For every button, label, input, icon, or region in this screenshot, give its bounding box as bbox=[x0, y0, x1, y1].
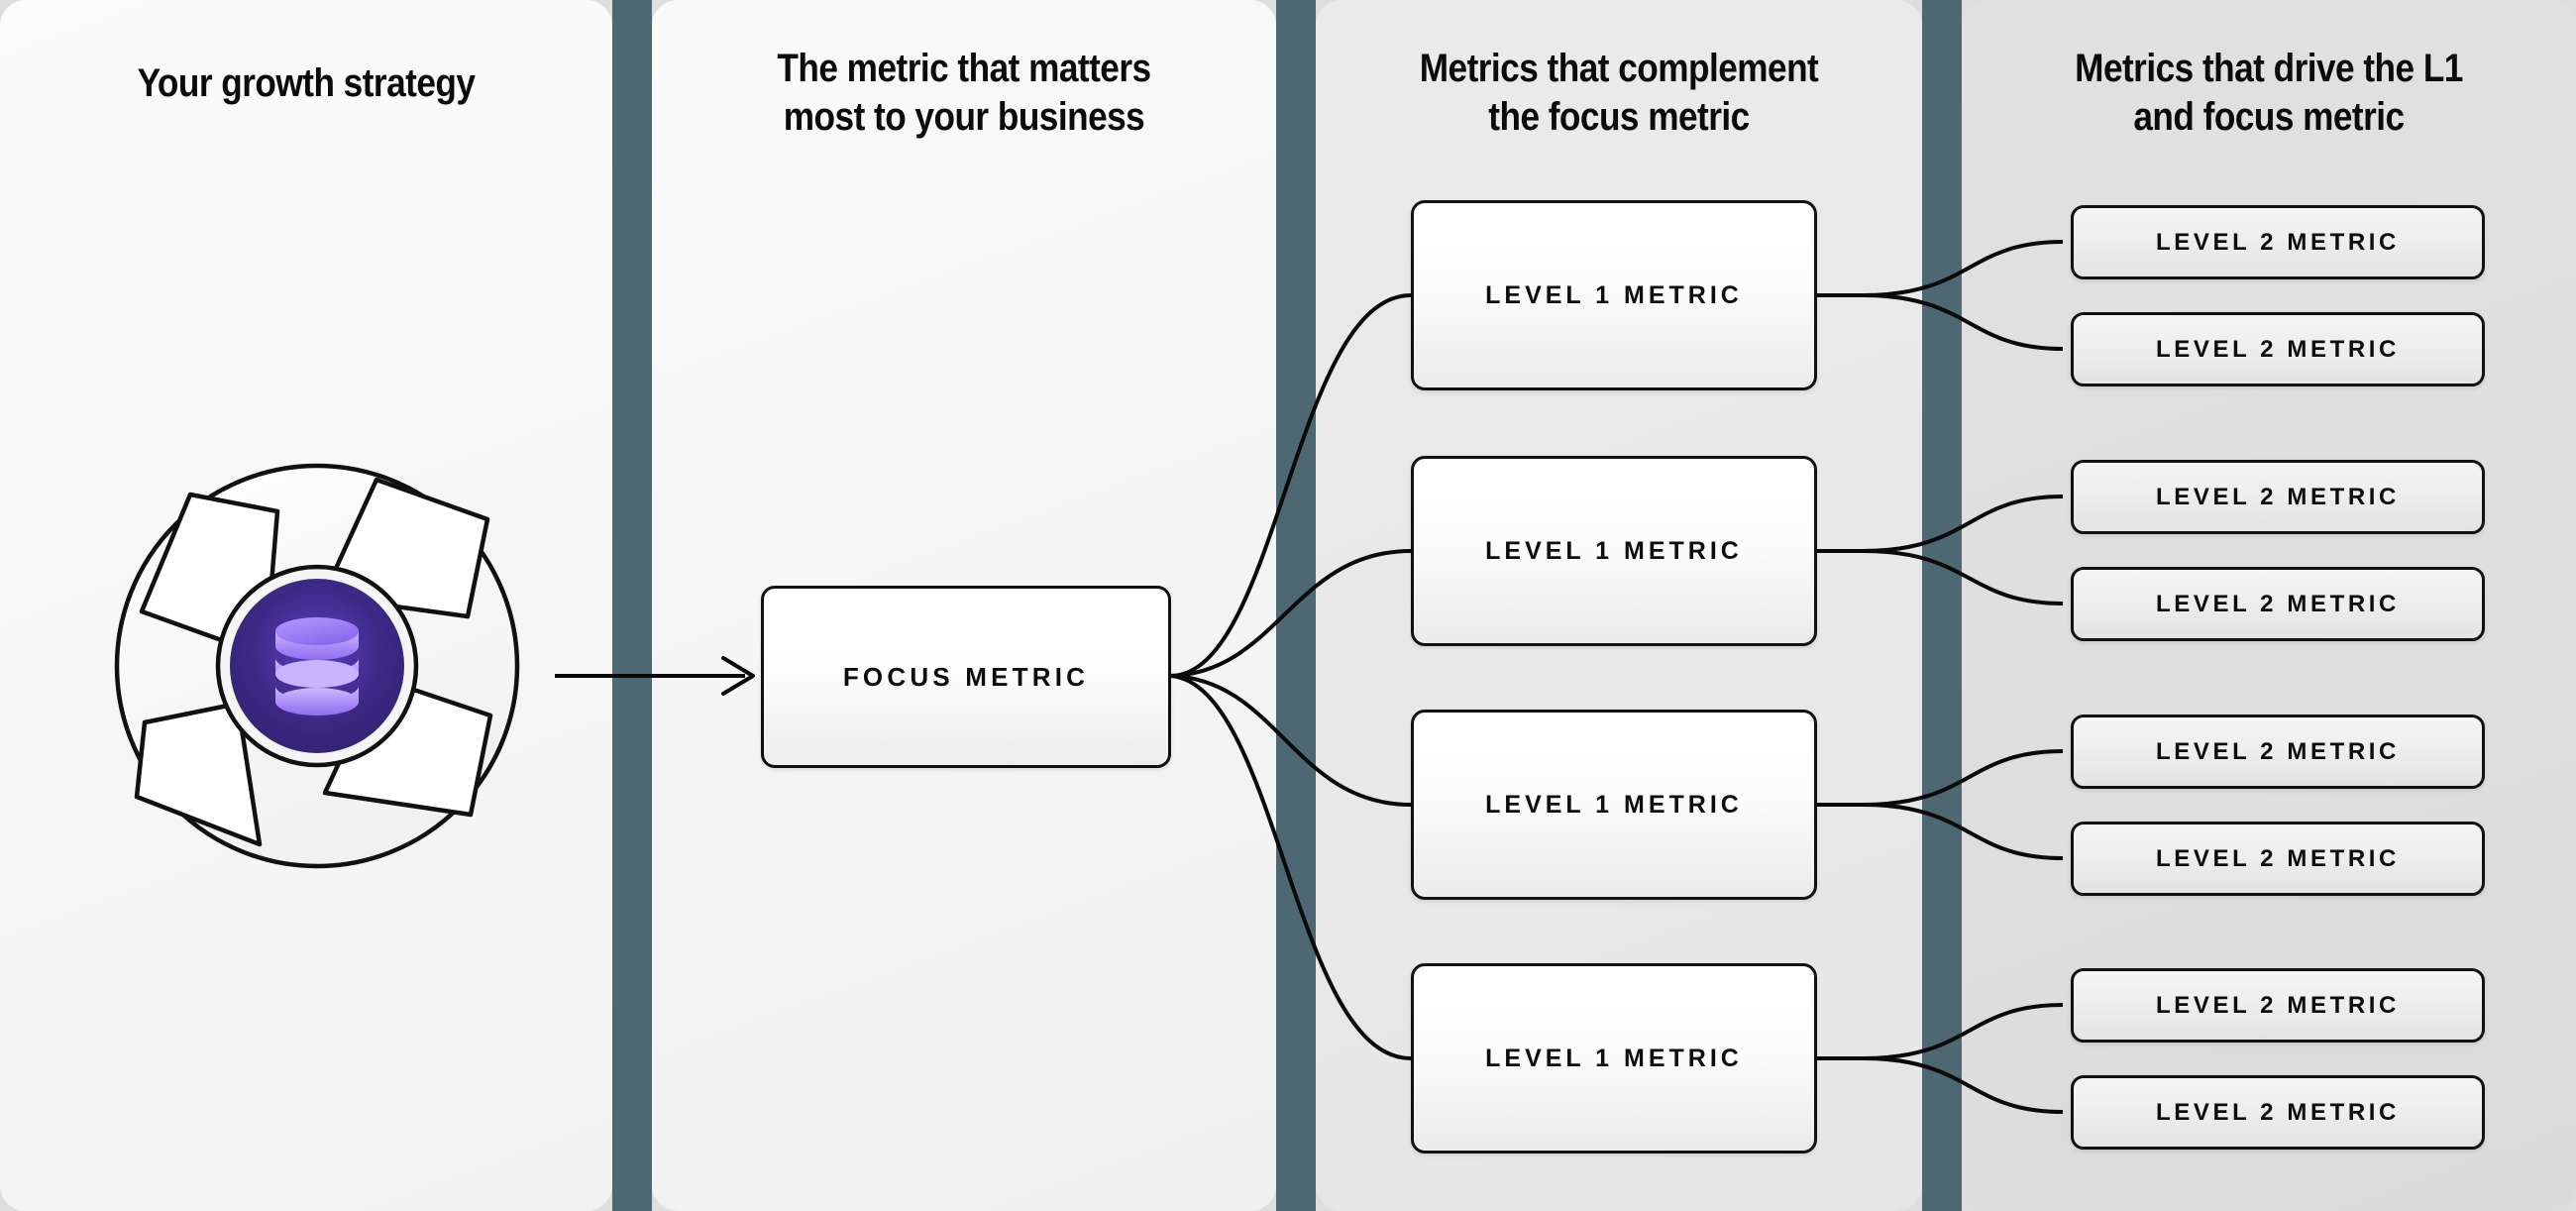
node-level1-metric-2-label: LEVEL 1 METRIC bbox=[1485, 536, 1743, 565]
node-level1-metric-3[interactable]: LEVEL 1 METRIC bbox=[1411, 710, 1817, 900]
node-level1-metric-4[interactable]: LEVEL 1 METRIC bbox=[1411, 963, 1817, 1154]
node-level2-metric-1-label: LEVEL 2 METRIC bbox=[2156, 228, 2400, 256]
node-level1-metric-2[interactable]: LEVEL 1 METRIC bbox=[1411, 456, 1817, 646]
node-level1-metric-3-label: LEVEL 1 METRIC bbox=[1485, 790, 1743, 819]
node-focus-metric-label: FOCUS METRIC bbox=[842, 661, 1090, 692]
node-level2-metric-6[interactable]: LEVEL 2 METRIC bbox=[2071, 822, 2485, 896]
node-level2-metric-8-label: LEVEL 2 METRIC bbox=[2156, 1098, 2400, 1126]
node-level2-metric-1[interactable]: LEVEL 2 METRIC bbox=[2071, 205, 2485, 279]
node-level1-metric-1[interactable]: LEVEL 1 METRIC bbox=[1411, 200, 1817, 390]
node-level2-metric-2[interactable]: LEVEL 2 METRIC bbox=[2071, 312, 2485, 386]
node-level2-metric-4-label: LEVEL 2 METRIC bbox=[2156, 590, 2400, 617]
node-level2-metric-7[interactable]: LEVEL 2 METRIC bbox=[2071, 968, 2485, 1043]
node-level2-metric-4[interactable]: LEVEL 2 METRIC bbox=[2071, 567, 2485, 641]
node-level2-metric-5-label: LEVEL 2 METRIC bbox=[2156, 737, 2400, 765]
column-heading-growth-strategy: Your growth strategy bbox=[137, 61, 476, 105]
node-level2-metric-5[interactable]: LEVEL 2 METRIC bbox=[2071, 715, 2485, 789]
column-separator-1 bbox=[612, 0, 652, 1211]
node-level2-metric-8[interactable]: LEVEL 2 METRIC bbox=[2071, 1075, 2485, 1150]
column-heading-focus-metric: The metric that matters most to your bus… bbox=[777, 47, 1151, 139]
node-level2-metric-3-label: LEVEL 2 METRIC bbox=[2156, 483, 2400, 510]
column-heading-level-1-metrics: Metrics that complement the focus metric bbox=[1419, 47, 1819, 139]
aperture-database-logo bbox=[79, 428, 555, 904]
node-focus-metric[interactable]: FOCUS METRIC bbox=[761, 586, 1171, 768]
node-level2-metric-7-label: LEVEL 2 METRIC bbox=[2156, 991, 2400, 1019]
node-level1-metric-1-label: LEVEL 1 METRIC bbox=[1485, 280, 1743, 309]
column-separator-3 bbox=[1922, 0, 1962, 1211]
node-level2-metric-2-label: LEVEL 2 METRIC bbox=[2156, 335, 2400, 363]
aperture-icon bbox=[114, 463, 520, 869]
node-level2-metric-6-label: LEVEL 2 METRIC bbox=[2156, 844, 2400, 872]
node-level2-metric-3[interactable]: LEVEL 2 METRIC bbox=[2071, 460, 2485, 534]
node-level1-metric-4-label: LEVEL 1 METRIC bbox=[1485, 1044, 1743, 1072]
column-heading-level-2-metrics: Metrics that drive the L1 and focus metr… bbox=[2075, 47, 2463, 139]
database-icon bbox=[275, 617, 359, 716]
column-separator-2 bbox=[1276, 0, 1316, 1211]
